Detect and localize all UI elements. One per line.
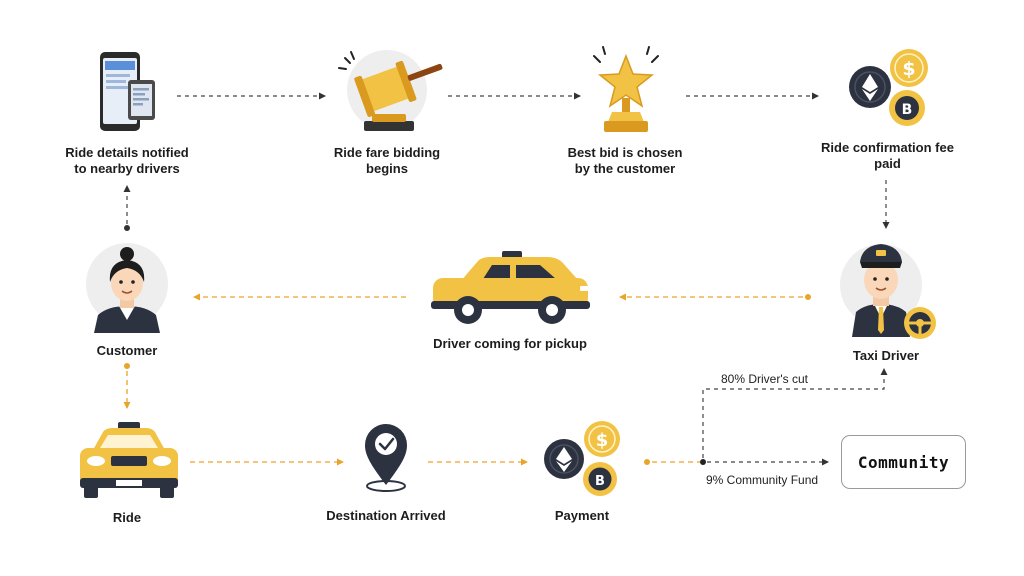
taxi-driver-icon <box>840 244 936 339</box>
confirmation-fee-label-line1: Ride confirmation fee <box>821 140 954 155</box>
svg-text:B: B <box>902 102 913 118</box>
gavel-icon <box>338 50 443 131</box>
ride-details-label: Ride details notified to nearby drivers <box>42 145 212 177</box>
connector-dot-ride <box>124 363 130 369</box>
location-pin-check-icon <box>365 424 407 492</box>
community-fund-label: 9% Community Fund <box>706 473 819 487</box>
svg-text:$: $ <box>596 430 609 451</box>
bidding-label-line1: Ride fare bidding <box>333 145 441 160</box>
taxi-front-icon <box>80 422 178 498</box>
confirmation-fee-label-line2: paid <box>874 156 901 171</box>
bidding-label: Ride fare bidding begins <box>307 145 467 177</box>
driver-coming-label: Driver coming for pickup <box>433 336 587 351</box>
bidding-label-line2: begins <box>366 161 408 176</box>
best-bid-label-line1: Best bid is chosen <box>567 145 683 160</box>
svg-text:$: $ <box>902 58 915 80</box>
connector-dot-customer <box>124 225 130 231</box>
taxi-driver-label: Taxi Driver <box>852 348 920 363</box>
crypto-coins-icon-payment: $ B <box>544 421 620 496</box>
payment-label: Payment <box>554 508 610 523</box>
ride-details-label-line2: to nearby drivers <box>74 161 180 176</box>
taxi-side-icon <box>431 251 590 324</box>
connector-dot-driver <box>805 294 811 300</box>
star-trophy-icon <box>593 46 659 132</box>
crypto-coins-icon: $ B <box>849 49 928 126</box>
best-bid-label-line2: by the customer <box>574 161 676 176</box>
arrow-split-to-driver <box>702 368 888 458</box>
customer-avatar-icon <box>86 243 168 333</box>
ride-label: Ride <box>112 510 142 525</box>
connectors <box>123 92 890 466</box>
connector-dot-payment <box>644 459 650 465</box>
drivers-cut-label: 80% Driver's cut <box>721 372 808 386</box>
svg-text:B: B <box>595 474 605 489</box>
phone-tablet-icon <box>100 52 155 131</box>
connector-dot-split <box>700 459 706 465</box>
customer-label: Customer <box>96 343 158 358</box>
ride-details-label-line1: Ride details notified <box>65 145 189 160</box>
destination-label: Destination Arrived <box>326 508 446 523</box>
community-box: Community <box>841 435 966 489</box>
confirmation-fee-label: Ride confirmation fee paid <box>805 140 970 172</box>
best-bid-label: Best bid is chosen by the customer <box>545 145 705 177</box>
